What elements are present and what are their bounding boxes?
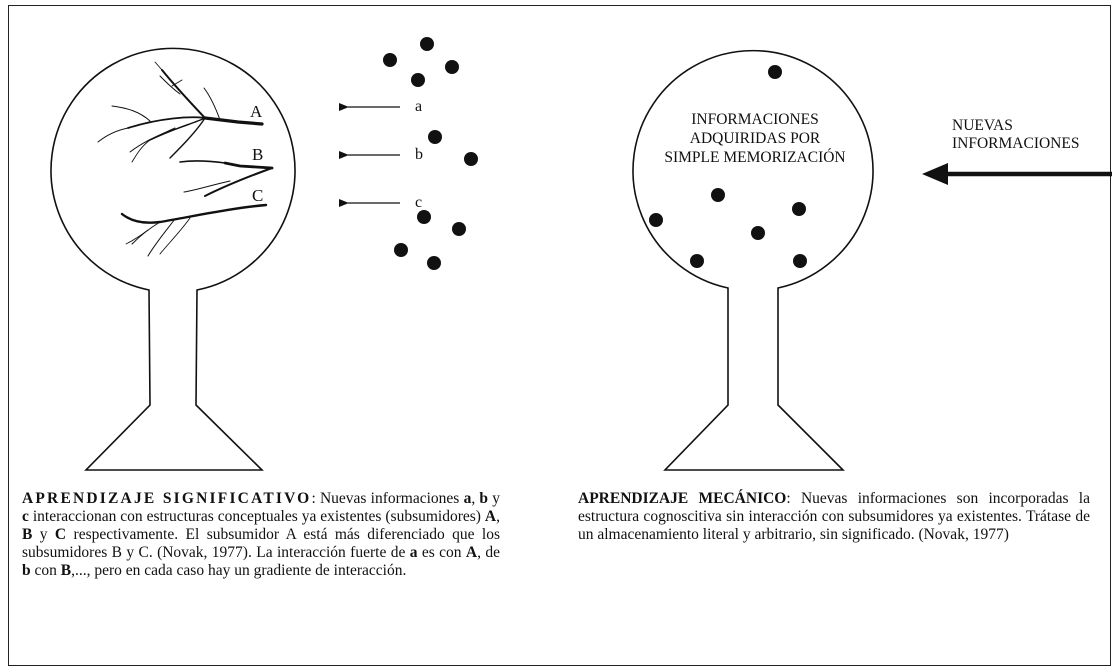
caption-text: con [30,562,61,579]
caption-text: respectivamente. El subsumidor A está má… [22,526,501,561]
caption-text: y [32,526,55,543]
caption-text: , [471,490,480,507]
memorized-information-dots [649,65,807,268]
caption-bold: A [465,544,478,561]
caption-mechanical-learning: APRENDIZAJE MECÁNICO: Nuevas informacion… [578,490,1090,544]
left-bulb-outline [50,47,296,471]
caption-text: , [496,508,500,525]
caption-text: es con [417,544,466,561]
arrow-label-c: c [415,194,422,211]
caption-bold: C [54,526,67,543]
caption-title-mechanical: APRENDIZAJE MECÁNICO [578,490,787,507]
arrow-label-a: a [415,98,422,115]
caption-text: Nuevas informaciones [319,490,464,507]
caption-bold: B [60,562,72,579]
new-information-arrowhead [922,163,948,185]
caption-text: y [488,490,500,507]
caption-bold: c [22,508,29,525]
caption-title-significative: APRENDIZAJE SIGNIFICATIVO [22,490,312,507]
caption-bold: a [409,544,418,561]
right-bulb-outline [632,49,874,471]
subsumer-branch-c [120,203,268,257]
bulb-text-line-2: ADQUIRIDAS POR [690,130,821,147]
bulb-text-line-3: SIMPLE MEMORIZACIÓN [664,149,845,166]
bulb-text-line-1: INFORMACIONES [691,111,818,128]
branch-label-a: A [250,102,263,121]
caption-text: interaccionan con estructuras conceptual… [28,508,485,525]
new-information-label-line-2: INFORMACIONES [952,135,1079,152]
caption-text: ,..., pero en cada caso hay un gradiente… [71,562,407,579]
subsumer-branch-a [97,61,264,163]
caption-bold: B [22,526,33,543]
branch-label-b: B [252,145,263,164]
caption-text: , de [477,544,500,561]
caption-text: : Nuevas informaciones son incorporadas … [578,490,1090,543]
new-information-label-line-1: NUEVAS [952,117,1013,134]
figure-frame [8,5,1111,666]
caption-bold: A [484,508,497,525]
caption-bold: a [463,490,472,507]
arrow-label-b: b [415,146,423,163]
new-information-dots-left [383,37,478,270]
caption-text: : [311,490,320,507]
subsumer-branch-b [179,160,274,197]
branch-label-c: C [252,186,263,205]
caption-significative-learning: APRENDIZAJE SIGNIFICATIVO: Nuevas inform… [22,490,500,580]
caption-bold: b [479,490,489,507]
caption-bold: b [22,562,31,579]
